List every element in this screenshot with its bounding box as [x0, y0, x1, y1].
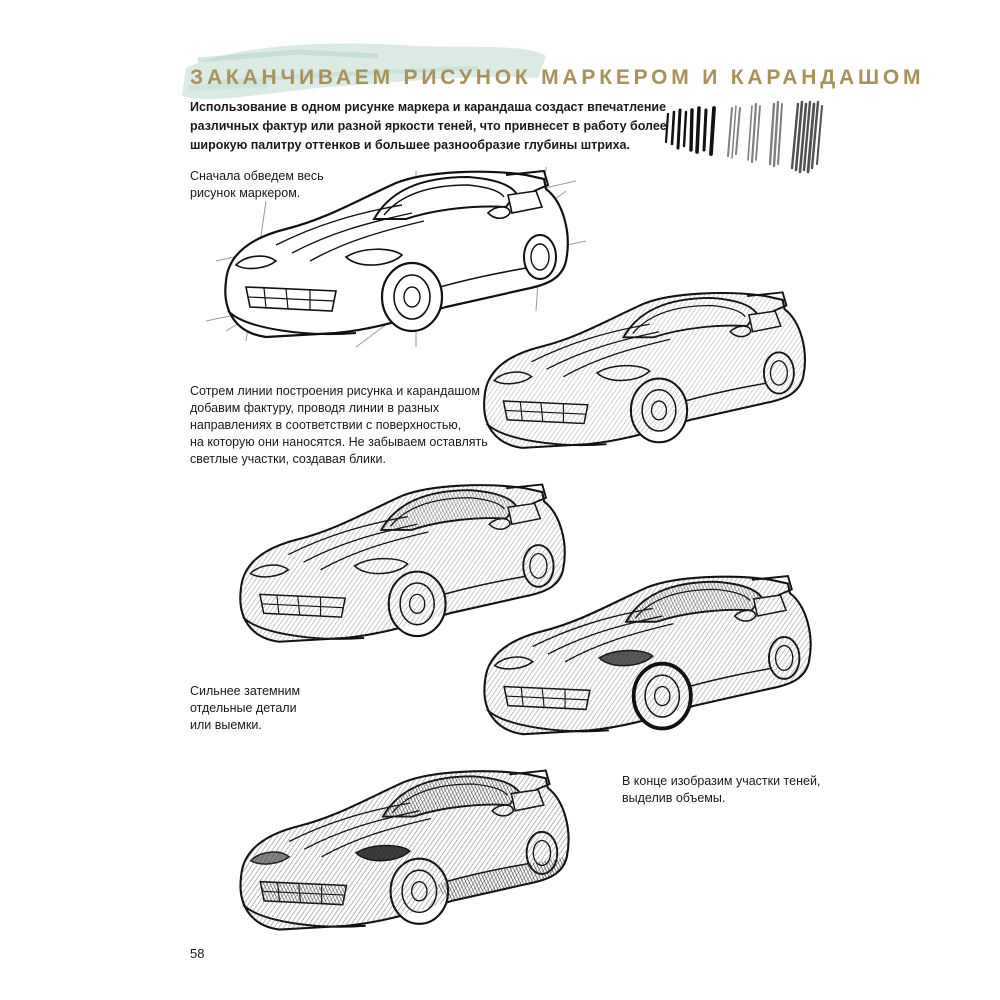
note-line: на которую они наносятся. Не забываем ос… — [190, 435, 488, 449]
page-number: 58 — [190, 946, 205, 961]
note-line: Сначала обведем весь — [190, 169, 324, 183]
note-darken-details: Сильнее затемним отдельные детали или вы… — [190, 683, 300, 734]
note-line: светлые участки, создавая блики. — [190, 452, 386, 466]
car-sketch-darkened-details — [483, 574, 812, 736]
page-title: Заканчиваем рисунок маркером и карандашо… — [190, 66, 925, 89]
brush-stroke-decoration — [182, 43, 546, 99]
intro-line: различных фактур или разной яркости тене… — [190, 119, 667, 133]
note-line: отдельные детали — [190, 701, 297, 715]
stroke-samples-illustration — [664, 100, 823, 174]
note-line: Сотрем линии построения рисунка и каранд… — [190, 384, 480, 398]
note-line: выделив объемы. — [622, 791, 726, 805]
intro-line: широкую палитру оттенков и большее разно… — [190, 138, 630, 152]
car-sketch-pencil-texture — [483, 291, 806, 449]
car-sketch-outline — [206, 166, 586, 348]
note-line: В конце изобразим участки теней, — [622, 774, 821, 788]
car-sketch-final-shadows — [239, 769, 570, 931]
note-outline-with-marker: Сначала обведем весь рисунок маркером. — [190, 168, 324, 202]
note-line: Сильнее затемним — [190, 684, 301, 698]
note-line: направлениях в соответствии с поверхност… — [190, 418, 462, 432]
intro-paragraph: Использование в одном рисунке маркера и … — [190, 98, 667, 155]
note-add-pencil-texture: Сотрем линии построения рисунка и каранд… — [190, 383, 488, 468]
note-draw-shadows: В конце изобразим участки теней, выделив… — [622, 773, 820, 807]
note-line: рисунок маркером. — [190, 186, 301, 200]
note-line: или выемки. — [190, 718, 262, 732]
car-sketch-shaded — [239, 483, 566, 643]
note-line: добавим фактуру, проводя линии в разных — [190, 401, 440, 415]
intro-line: Использование в одном рисунке маркера и … — [190, 100, 667, 114]
